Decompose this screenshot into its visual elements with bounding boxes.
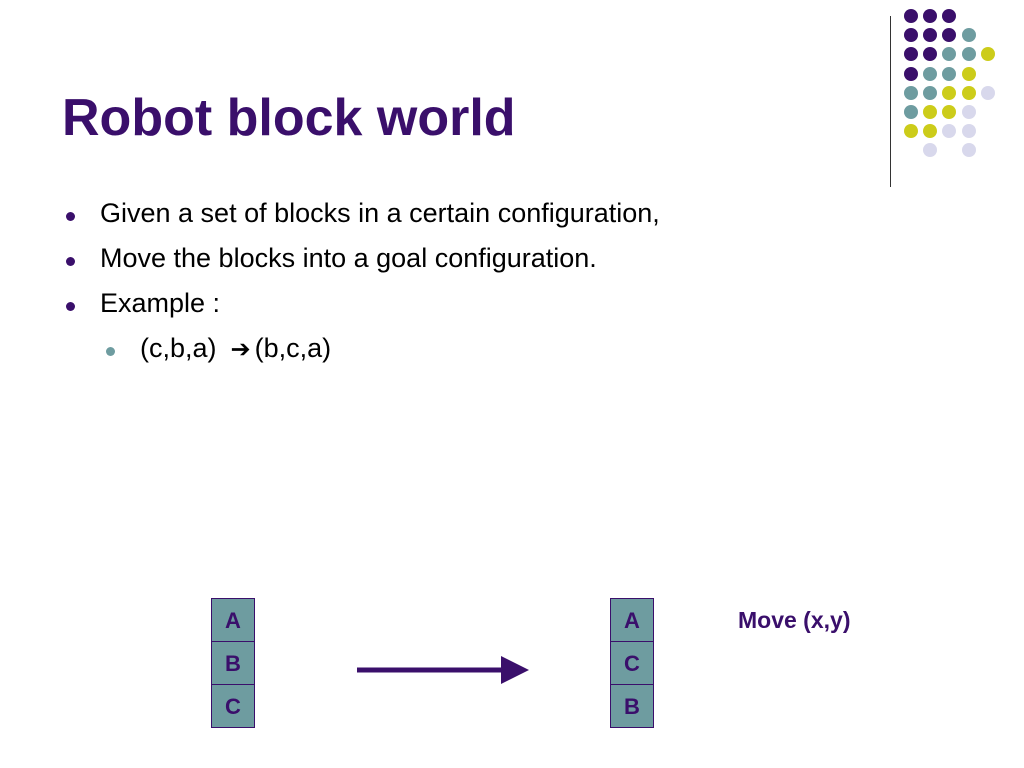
goal-block-stack: A C B [610,598,654,728]
decorative-dot [904,124,918,139]
block: B [610,684,654,728]
bullet-list: Given a set of blocks in a certain confi… [62,198,862,378]
decorative-dot [904,47,918,62]
decorative-dot [904,9,918,23]
decorative-dot [923,124,938,139]
bullet-marker-icon [66,302,75,311]
decorative-dot [904,28,918,43]
sub-bullet-marker-icon [106,347,115,356]
decorative-dot [961,143,976,158]
bullet-marker-icon [66,212,75,221]
decorative-dot [904,105,918,119]
block: C [610,641,654,685]
decorative-dot [980,47,995,62]
decorative-dot [961,124,976,139]
right-arrow-icon: ➔ [230,336,251,363]
goal-configuration-text: (b,c,a) [254,333,332,363]
bullet-item: Given a set of blocks in a certain confi… [62,198,862,243]
decorative-dot [923,9,938,23]
decorative-dot [961,66,976,81]
block: A [211,598,255,642]
decorative-divider-line [890,16,891,187]
sub-bullet-item: (c,b,a) ➔(b,c,a) [62,333,862,378]
slide-title: Robot block world [62,89,516,147]
decorative-dot [923,105,938,119]
transition-arrow-icon [357,656,529,684]
decorative-dot [980,85,995,100]
decorative-dot [923,85,938,100]
decorative-dot [942,66,957,81]
bullet-item: Example : [62,288,862,333]
initial-configuration-text: (c,b,a) [140,333,217,363]
decorative-dot [904,85,918,100]
bullet-text: Example : [100,288,221,318]
block: C [211,684,255,728]
bullet-text: Move the blocks into a goal configuratio… [100,243,597,273]
decorative-dot-grid [904,9,1008,169]
initial-block-stack: A B C [211,598,255,728]
decorative-dot [923,66,938,81]
bullet-marker-icon [66,257,75,266]
bullet-text: Given a set of blocks in a certain confi… [100,198,660,228]
decorative-dot [923,143,938,158]
decorative-dot [961,28,976,43]
decorative-dot [942,124,957,139]
decorative-dot [942,28,957,43]
decorative-dot [961,85,976,100]
decorative-dot [923,47,938,62]
decorative-dot [942,47,957,62]
decorative-dot [942,9,957,23]
decorative-dot [942,85,957,100]
block: B [211,641,255,685]
decorative-dot [942,105,957,119]
block: A [610,598,654,642]
decorative-dot [961,105,976,119]
decorative-dot [961,47,976,62]
decorative-dot [904,66,918,81]
sub-bullet-text: (c,b,a) ➔(b,c,a) [140,333,331,364]
bullet-item: Move the blocks into a goal configuratio… [62,243,862,288]
decorative-dot [923,28,938,43]
move-action-label: Move (x,y) [738,607,851,633]
